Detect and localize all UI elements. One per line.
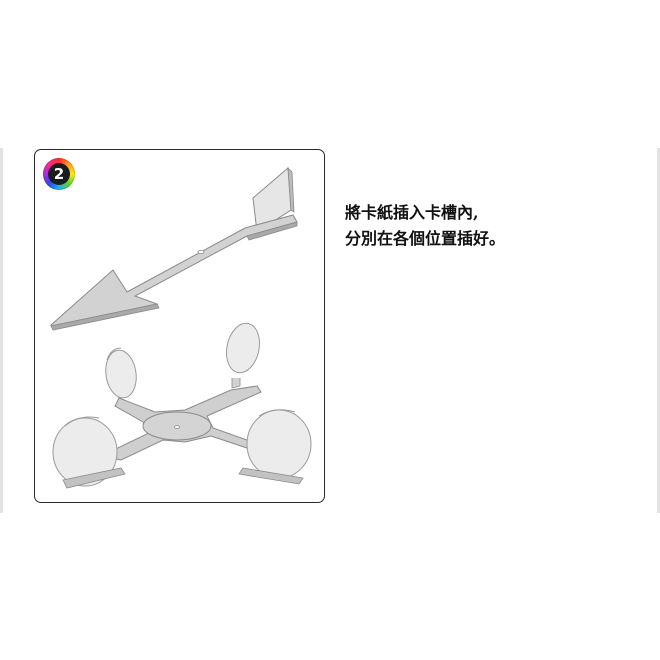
cross-stand-icon <box>52 322 312 489</box>
step-number-badge: 2 <box>43 158 75 190</box>
assembly-illustration <box>50 166 312 489</box>
step-panel: 2 <box>34 149 325 503</box>
instruction-line-1: 將卡紙插入卡槽內, <box>345 203 479 222</box>
arrow-card-icon <box>50 166 298 331</box>
left-divider <box>0 148 3 513</box>
step-number: 2 <box>48 163 70 185</box>
instruction-text: 將卡紙插入卡槽內, 分別在各個位置插好。 <box>345 200 645 252</box>
right-divider <box>657 148 660 513</box>
instruction-line-2: 分別在各個位置插好。 <box>345 229 506 248</box>
